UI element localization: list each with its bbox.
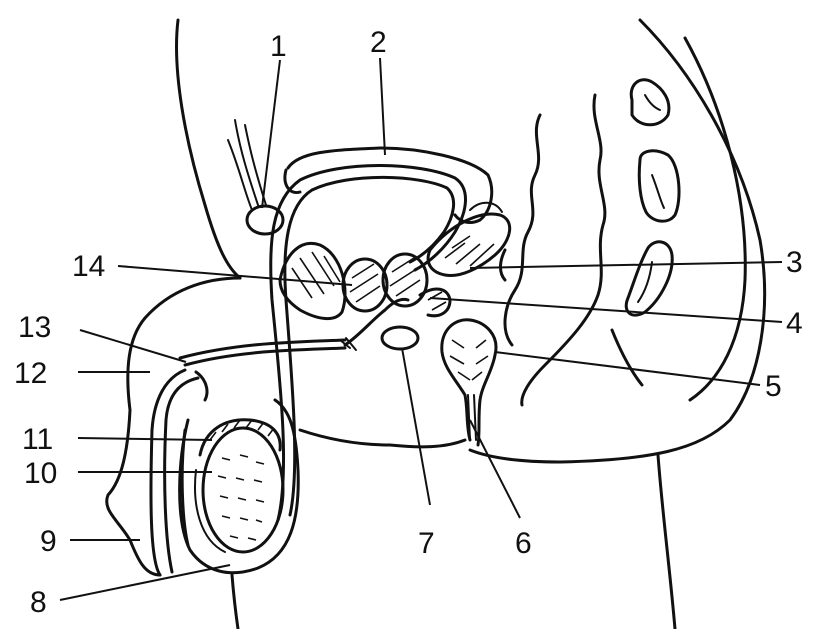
label-14: 14 xyxy=(72,250,105,283)
leader-6 xyxy=(470,420,520,518)
prostate-hatch-left xyxy=(350,264,380,302)
leader-lines xyxy=(60,58,782,600)
label-7: 7 xyxy=(418,527,435,560)
label-5: 5 xyxy=(765,370,782,403)
label-1: 1 xyxy=(270,30,287,63)
label-3: 3 xyxy=(786,246,803,279)
vertebra-2 xyxy=(639,151,679,221)
scrotum-outline xyxy=(180,400,299,573)
bulbourethral-shape xyxy=(382,327,418,349)
corpus-tip xyxy=(196,372,207,400)
leader-14 xyxy=(118,266,352,285)
vertebrae xyxy=(612,80,679,385)
bulbourethral-gland xyxy=(382,327,418,349)
perineum-line xyxy=(300,430,465,447)
prostate-hatch-right xyxy=(390,258,420,296)
label-8: 8 xyxy=(30,586,47,619)
vertebra-2-detail xyxy=(652,175,664,208)
labels: 1 2 3 4 5 6 7 8 9 10 11 12 13 14 xyxy=(14,26,803,619)
rectum-back-wall xyxy=(522,95,605,405)
body-outline xyxy=(107,20,765,629)
penis-dorsal-outline xyxy=(128,278,240,410)
leader-13 xyxy=(80,330,186,362)
seminal-vesicle xyxy=(428,203,510,276)
label-6: 6 xyxy=(515,527,532,560)
sacral-outline xyxy=(470,20,765,462)
urethra xyxy=(180,338,356,365)
anal-canal xyxy=(442,320,496,445)
label-4: 4 xyxy=(786,307,803,340)
label-11: 11 xyxy=(22,423,53,456)
label-10: 10 xyxy=(24,457,57,490)
anal-canal-lumen xyxy=(468,395,476,440)
testis-texture xyxy=(218,455,264,540)
testis xyxy=(203,428,283,552)
pubic-bone-hatch xyxy=(292,252,340,298)
sacrum-inner-line xyxy=(685,38,745,400)
thigh-line-right xyxy=(658,455,675,629)
anal-canal-front xyxy=(442,320,470,440)
leader-3 xyxy=(470,262,782,268)
leader-11 xyxy=(78,438,212,440)
leader-4 xyxy=(430,298,782,322)
coccyx-line xyxy=(612,330,642,385)
vas-deferens-inner xyxy=(285,177,454,515)
label-12: 12 xyxy=(14,357,47,390)
leader-1 xyxy=(262,60,280,208)
rectum-fold xyxy=(500,250,505,280)
vertebra-1-detail xyxy=(645,95,660,110)
prostate-back-hatch xyxy=(428,292,446,310)
label-9: 9 xyxy=(40,525,57,558)
label-2: 2 xyxy=(370,26,387,59)
leader-7 xyxy=(402,348,430,505)
anal-sphincter-hatch xyxy=(450,340,488,380)
prostate-group xyxy=(343,254,450,345)
thigh-line-left xyxy=(232,575,238,629)
label-13: 13 xyxy=(18,311,51,344)
leader-2 xyxy=(380,58,385,155)
